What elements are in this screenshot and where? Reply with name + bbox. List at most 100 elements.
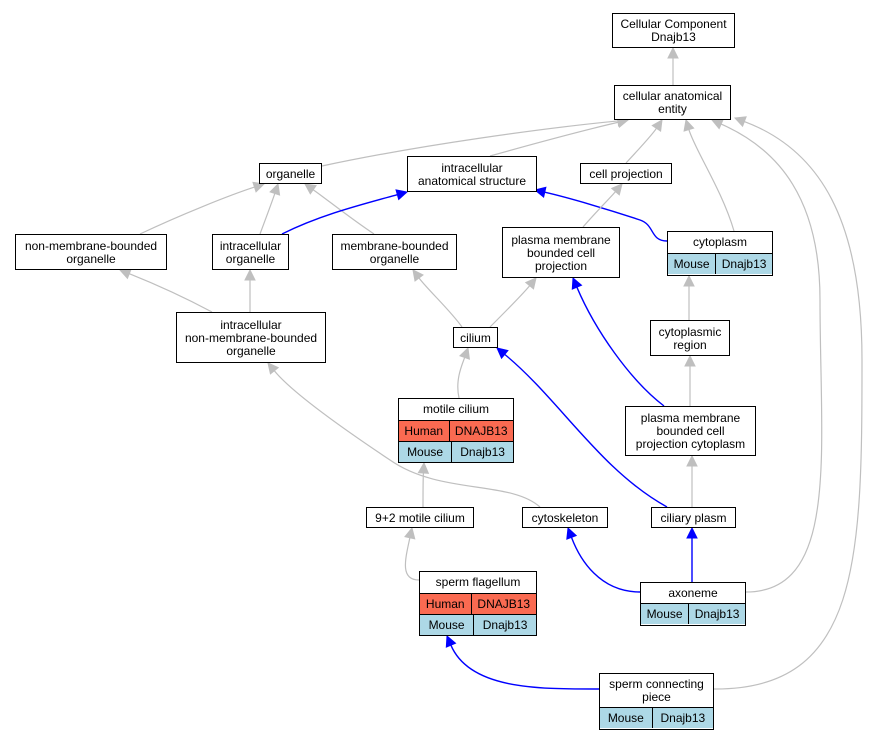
edge-cilium-to-plasma-membrane-bounded-cell-projection xyxy=(489,277,537,328)
node-ciliary-plasm[interactable]: ciliary plasm xyxy=(651,507,736,528)
node-label: motile cilium xyxy=(399,399,513,420)
node-label: axoneme xyxy=(641,583,745,603)
edge-arrowhead xyxy=(267,362,280,375)
node-label-line: entity xyxy=(658,102,687,116)
edge-line xyxy=(489,121,619,157)
edge-cellular-anatomical-entity-to-root xyxy=(667,46,679,85)
species-cell: Mouse xyxy=(607,710,644,725)
edge-cytoskeleton-to-intracellular-non-membrane-bounded-organelle xyxy=(267,362,541,508)
edge-arrowhead xyxy=(710,118,724,130)
mouse-annotation-row: Mouse Dnajb13 xyxy=(600,707,713,728)
edge-ciliary-plasm-to-cilium xyxy=(496,347,668,508)
edge-intracellular-organelle-to-intracellular-anatomical-structure xyxy=(281,189,409,235)
node-organelle[interactable]: organelle xyxy=(259,163,322,184)
species-cell: Mouse xyxy=(646,606,683,621)
edge-nine-two-motile-cilium-to-motile-cilium xyxy=(417,461,430,508)
node-label: sperm flagellum xyxy=(420,572,536,593)
edge-line xyxy=(404,537,420,581)
edge-arrowhead xyxy=(459,346,470,360)
edge-arrowhead xyxy=(412,269,424,282)
edge-plasma-membrane-bounded-cell-projection-to-cell-projection xyxy=(582,183,623,228)
species-cell: Mouse xyxy=(428,617,465,632)
node-label: organelle xyxy=(260,164,321,184)
node-cytoskeleton[interactable]: cytoskeleton xyxy=(522,507,608,528)
edge-cytoplasm-to-cellular-anatomical-entity xyxy=(683,118,735,232)
edge-non-membrane-bounded-organelle-to-organelle xyxy=(139,181,266,235)
edge-arrowhead xyxy=(566,526,578,540)
edge-line xyxy=(457,357,466,399)
edge-line xyxy=(321,120,619,167)
edge-line xyxy=(259,193,276,235)
edge-intracellular-anatomical-structure-to-cellular-anatomical-entity xyxy=(489,116,630,157)
node-label-line: Cellular Component xyxy=(620,17,727,31)
edge-sperm-connecting-piece-to-cellular-anatomical-entity xyxy=(713,116,863,690)
node-label-line: region xyxy=(673,337,707,352)
node-label-line: cytoplasmic xyxy=(658,324,722,339)
edge-line xyxy=(625,127,657,164)
node-label-line: membrane-bounded xyxy=(340,238,449,253)
edge-motile-cilium-to-cilium xyxy=(457,346,470,399)
node-label-line: axoneme xyxy=(668,585,718,600)
node-label: cytoskeleton xyxy=(523,508,607,528)
edge-intracellular-non-membrane-bounded-organelle-to-intracellular-organelle xyxy=(244,268,256,313)
edge-axoneme-to-ciliary-plasm xyxy=(686,526,698,582)
edge-sperm-flagellum-to-nine-two-motile-cilium xyxy=(404,526,420,581)
edge-line xyxy=(688,129,735,232)
gene-symbol-cell: Dnajb13 xyxy=(451,442,513,462)
gene-symbol-cell: Dnajb13 xyxy=(651,708,713,728)
node-cilium[interactable]: cilium xyxy=(453,327,498,348)
species-cell: Mouse xyxy=(673,256,710,271)
edge-arrowhead xyxy=(524,277,537,290)
edge-arrowhead xyxy=(733,116,747,128)
edge-arrowhead xyxy=(610,183,623,196)
node-label-line: plasma membrane xyxy=(511,232,611,247)
node-label-line: motile cilium xyxy=(422,402,489,416)
edge-arrowhead xyxy=(404,526,416,540)
edge-cytoplasmic-region-to-cytoplasm xyxy=(683,274,695,320)
node-nine-two-motile-cilium[interactable]: 9+2 motile cilium xyxy=(366,507,474,528)
edge-line xyxy=(281,193,398,235)
edge-arrowhead xyxy=(667,46,679,59)
node-label-line: organelle xyxy=(265,166,316,181)
node-label-line: organelle xyxy=(66,251,116,266)
edge-ciliary-plasm-to-pmbcp-cytoplasm xyxy=(686,454,698,507)
gene-symbol-cell: Dnajb13 xyxy=(473,615,536,635)
node-label-line: cilium xyxy=(460,330,491,345)
edge-arrowhead xyxy=(683,118,695,132)
edge-line xyxy=(570,537,641,593)
node-label-line: sperm connecting xyxy=(609,676,704,691)
node-cell-projection[interactable]: cell projection xyxy=(580,163,672,184)
edge-arrowhead xyxy=(686,454,698,467)
edge-membrane-bounded-organelle-to-organelle xyxy=(304,183,375,235)
species-cell: Human xyxy=(404,423,444,438)
edge-line xyxy=(720,123,823,593)
edge-line xyxy=(713,120,863,690)
node-label-line: non-membrane-bounded xyxy=(184,330,318,345)
node-label-line: anatomical structure xyxy=(417,173,527,188)
